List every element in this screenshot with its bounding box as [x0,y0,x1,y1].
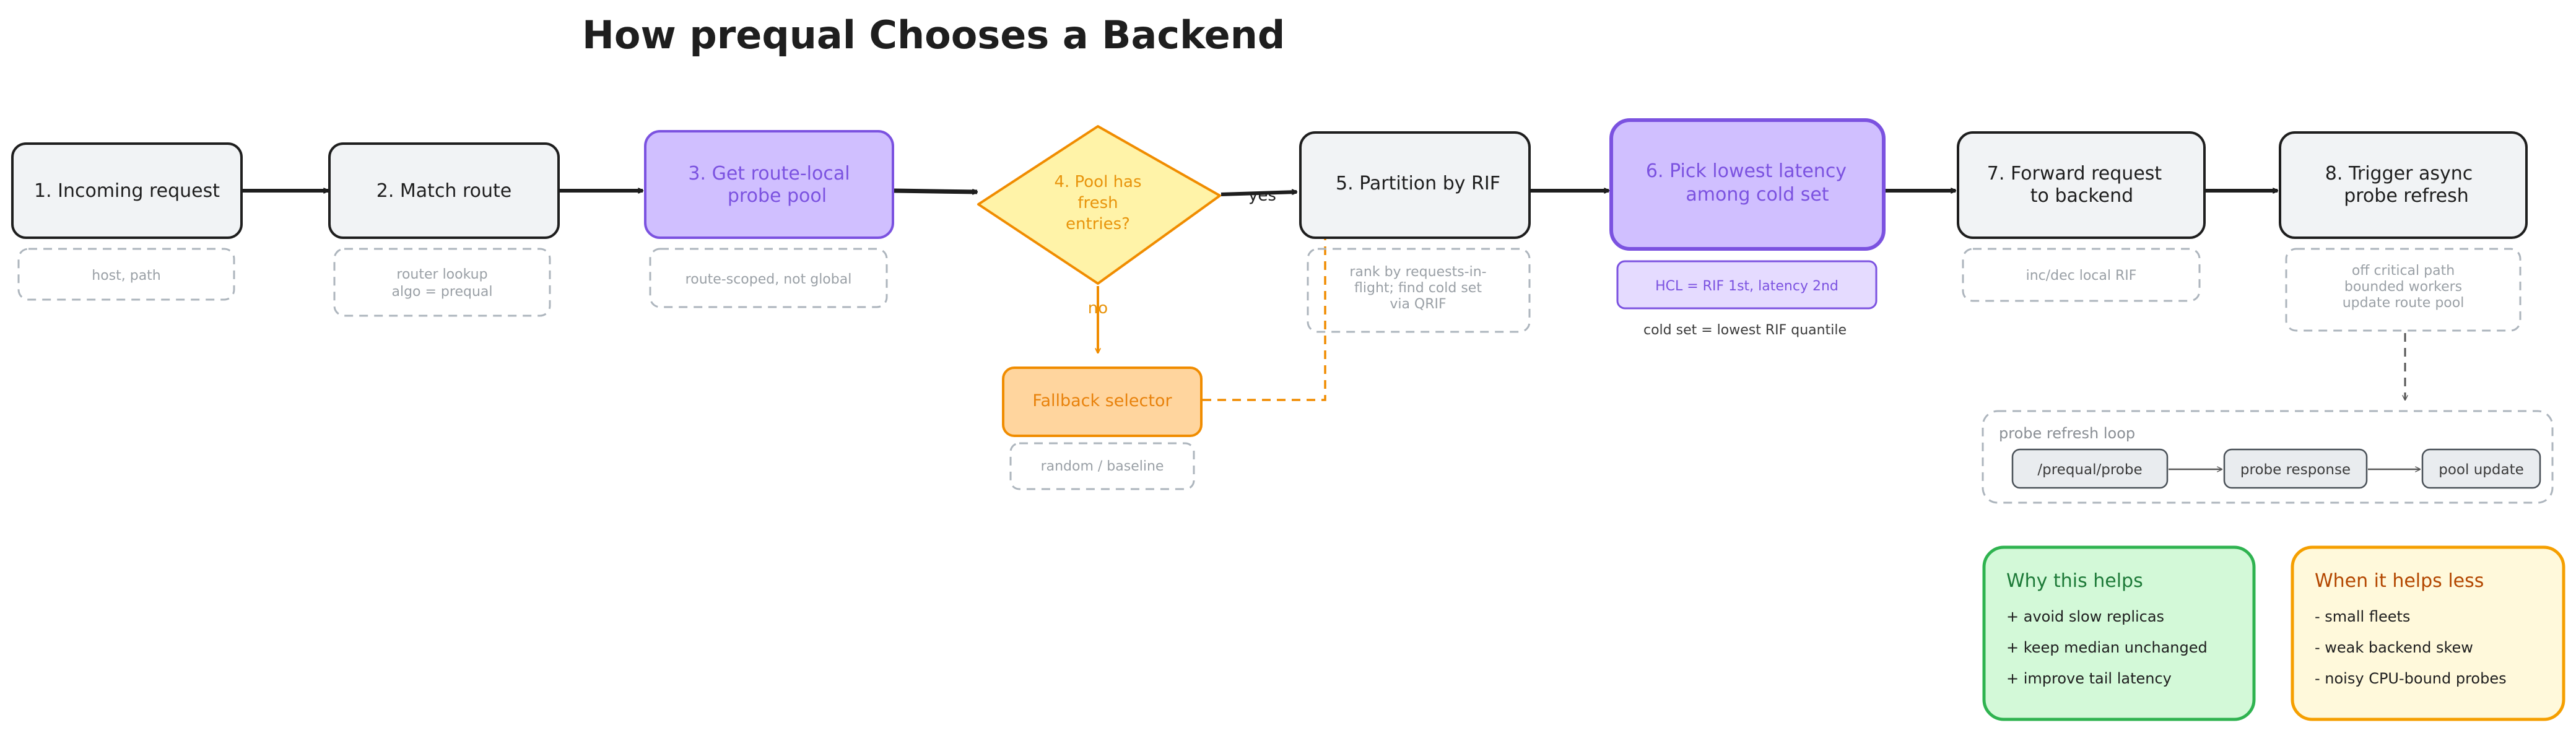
note-fallback-line-1: random / baseline [1041,459,1164,474]
step-4-label-line-2: fresh [1077,194,1118,212]
helps-less-item-2: - weak backend skew [2315,639,2473,656]
note-step-5-line-3: via QRIF [1390,297,1446,312]
probe-loop-item-response-label: probe response [2240,462,2351,478]
cold-set-caption: cold set = lowest RIF quantile [1643,323,1847,338]
probe-loop-item-probe-label: /prequal/probe [2037,462,2142,478]
diagram-title: How prequal Chooses a Backend [582,12,1285,58]
fallback-selector-node: Fallback selector [1002,366,1203,437]
step-8-label-line-2: probe refresh [2344,185,2469,207]
note-step-2: router lookup algo = prequal [333,248,551,317]
why-helps-panel: Why this helps + avoid slow replicas + k… [1982,545,2256,721]
helps-less-item-3: - noisy CPU-bound probes [2315,670,2507,687]
step-2-label: 2. Match route [376,180,512,202]
why-helps-title: Why this helps [2006,570,2143,592]
probe-loop-item-pool-update: pool update [2421,448,2541,489]
step-4-label-line-3: entries? [1066,215,1130,233]
step-7-label-line-2: to backend [2030,185,2133,207]
note-step-2-line-2: algo = prequal [391,284,492,300]
why-helps-item-1: + avoid slow replicas [2006,608,2164,625]
helps-less-panel: When it helps less - small fleets - weak… [2291,545,2565,721]
hcl-badge-text: HCL = RIF 1st, latency 2nd [1655,279,1838,294]
note-step-8-line-3: update route pool [2343,295,2465,311]
note-step-3-line-1: route-scoped, not global [685,272,852,287]
step-3-node: 3. Get route-local probe pool [644,130,894,239]
step-2-node: 2. Match route [328,142,560,239]
note-step-1: host, path [17,248,235,301]
fallback-selector-label: Fallback selector [1032,391,1172,410]
step-6-node: 6. Pick lowest latency among cold set [1609,118,1886,251]
step-4-decision: 4. Pool has fresh entries? [977,125,1221,285]
note-step-7-line-1: inc/dec local RIF [2026,268,2137,284]
note-step-7: inc/dec local RIF [1962,248,2201,302]
note-step-5-line-2: flight; find cold set [1354,280,1482,296]
note-step-8-line-2: bounded workers [2344,279,2462,295]
edge-label-yes: yes [1248,186,1276,205]
step-6-label-line-2: among cold set [1686,184,1829,206]
step-1-node: 1. Incoming request [11,142,243,239]
step-4-label-line-1: 4. Pool has [1054,173,1141,191]
step-7-node: 7. Forward request to backend [1957,131,2206,239]
step-1-label: 1. Incoming request [34,180,220,202]
probe-loop-item-pool-update-label: pool update [2439,462,2523,478]
why-helps-item-2: + keep median unchanged [2006,639,2208,656]
step-8-label-line-1: 8. Trigger async [2325,163,2473,184]
step-7-label-line-1: 7. Forward request [1987,163,2162,184]
helps-less-title: When it helps less [2315,570,2484,592]
note-step-5-line-1: rank by requests-in- [1349,264,1486,280]
hcl-badge: HCL = RIF 1st, latency 2nd [1616,260,1878,310]
probe-refresh-loop: probe refresh loop /prequal/probe probe … [1982,410,2554,504]
note-step-8: off critical path bounded workers update… [2285,248,2522,332]
main-flow-arrows [243,188,2405,401]
probe-loop-title: probe refresh loop [1999,425,2135,442]
fallback-dashed-link [1203,238,1326,401]
step-5-node: 5. Partition by RIF [1299,131,1531,239]
probe-loop-item-response: probe response [2223,448,2368,489]
step-6-label-line-1: 6. Pick lowest latency [1646,160,1847,182]
step-3-label-line-2: probe pool [728,185,827,207]
helps-less-item-1: - small fleets [2315,608,2410,625]
why-helps-item-3: + improve tail latency [2006,670,2172,687]
note-step-3: route-scoped, not global [649,248,888,308]
probe-loop-item-probe: /prequal/probe [2011,448,2169,489]
step-8-node: 8. Trigger async probe refresh [2279,131,2528,239]
note-step-2-line-1: router lookup [396,267,487,282]
step-5-label: 5. Partition by RIF [1336,173,1500,194]
edge-label-no: no [1088,299,1108,318]
note-fallback: random / baseline [1009,442,1195,490]
arrow-3-to-4 [894,188,977,192]
note-step-5: rank by requests-in- flight; find cold s… [1307,248,1531,333]
arrow-4-to-5-yes [1221,192,1297,196]
step-3-label-line-1: 3. Get route-local [688,163,850,184]
note-step-8-line-1: off critical path [2352,263,2455,279]
note-step-1-line-1: host, path [92,268,161,284]
